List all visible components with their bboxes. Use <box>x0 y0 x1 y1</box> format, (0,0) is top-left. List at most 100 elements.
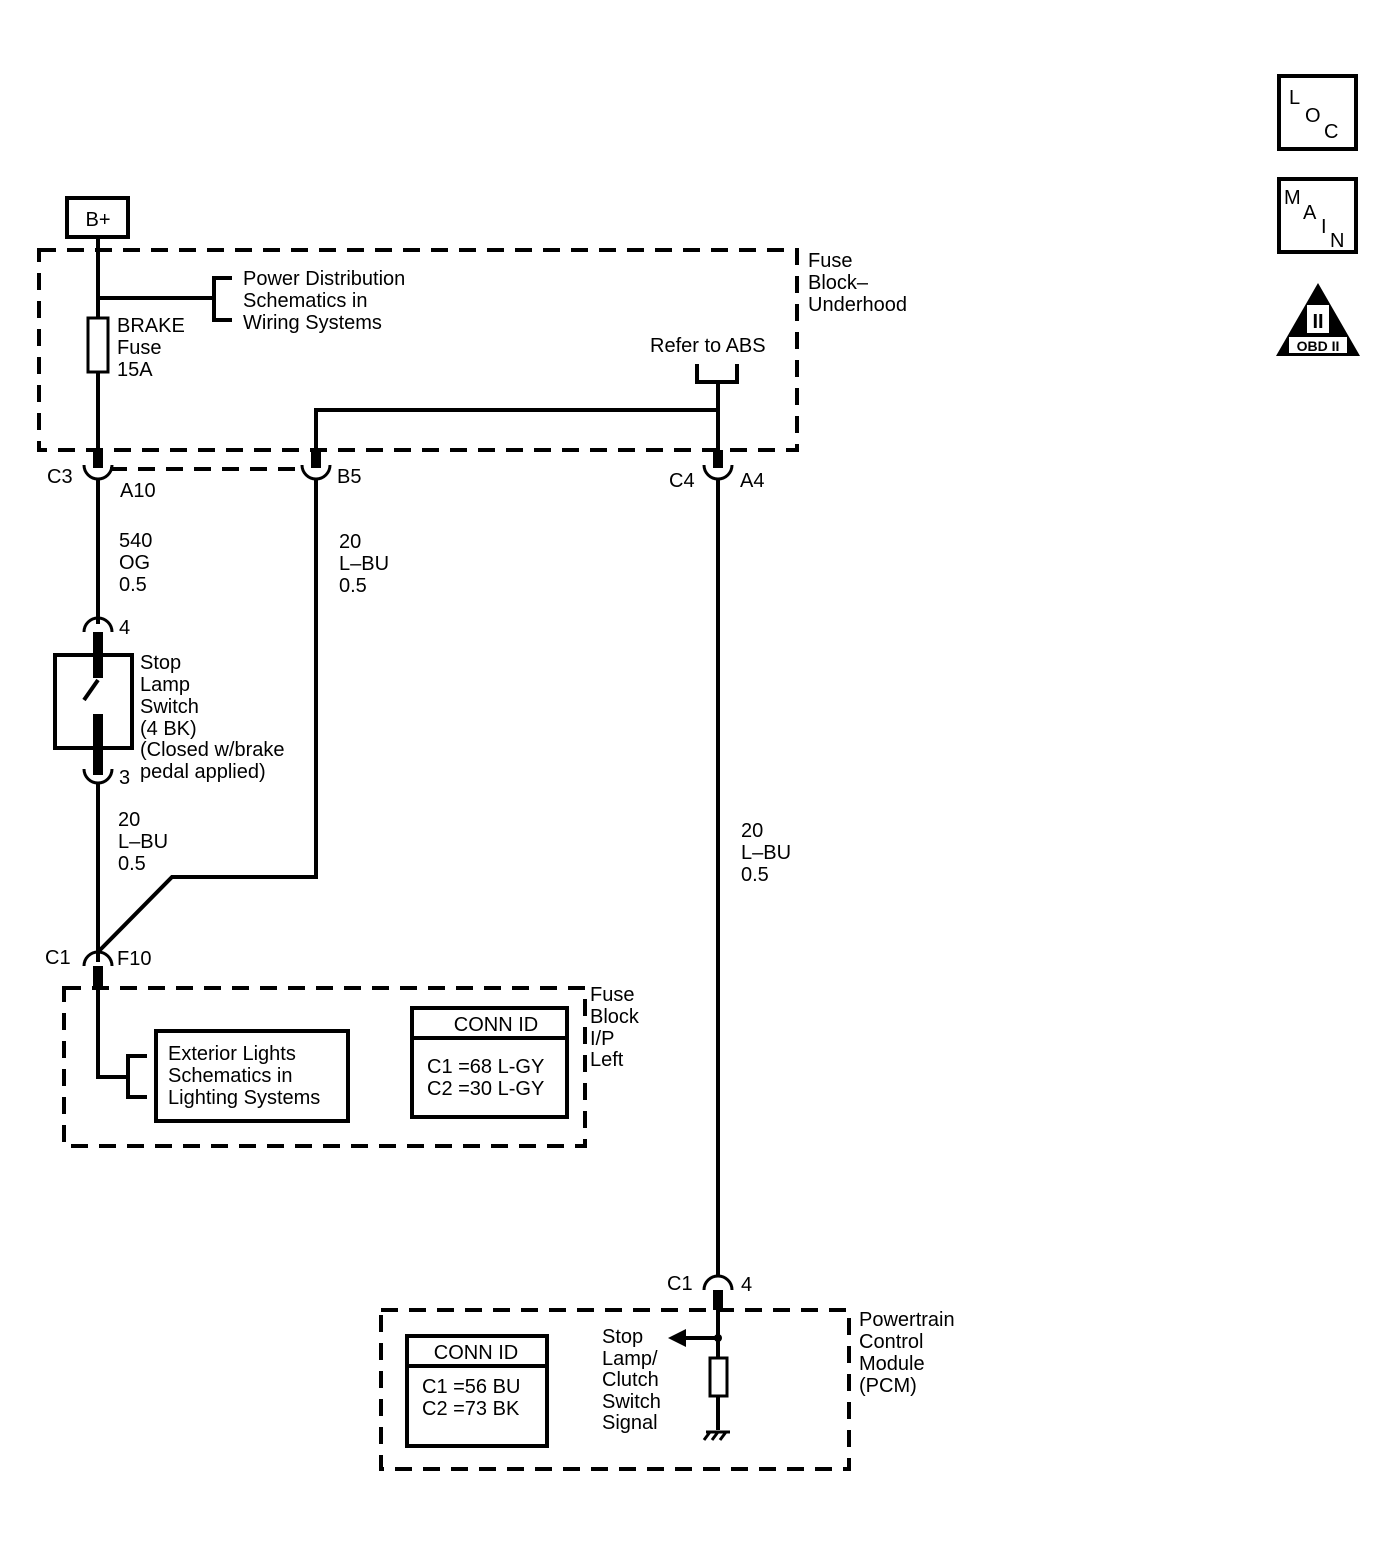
fuse-block-underhood-label-2: Block– <box>808 272 869 294</box>
switch-label-2: Lamp <box>140 674 190 696</box>
loc-letter-o: O <box>1305 105 1321 127</box>
ext-lights-bracket <box>126 1054 147 1099</box>
power-dist-ref-line-2: Schematics in <box>243 290 368 312</box>
ip-conn-id-row-2: C2 =30 L-GY <box>427 1078 544 1100</box>
wire-b5-circuit: 20 <box>339 531 361 553</box>
b5-internal-wire <box>314 408 718 455</box>
wire-20-switch-label: 20 L–BU 0.5 <box>118 809 168 875</box>
connector-c4-a4: C4 A4 <box>669 450 764 492</box>
pcm-signal-label-1: Stop <box>602 1326 643 1348</box>
battery-power-source: B+ <box>65 196 130 239</box>
main-letter-i: I <box>1321 216 1327 238</box>
switch-pin-3-label: 3 <box>119 767 130 789</box>
pcm-conn-id-row-1: C1 =56 BU <box>422 1376 520 1398</box>
abs-ref-label: Refer to ABS <box>650 335 766 357</box>
ground-icon <box>702 1430 730 1441</box>
power-dist-ref-line-3: Wiring Systems <box>243 312 382 334</box>
pcm-signal-label-3: Clutch <box>602 1369 659 1391</box>
pull-down-resistor <box>708 1356 729 1398</box>
signal-arrow-icon <box>668 1329 686 1347</box>
fuse-symbol <box>86 316 110 374</box>
ip-conn-id-row-1: C1 =68 L-GY <box>427 1056 544 1078</box>
wire-b5-gauge: 0.5 <box>339 575 367 597</box>
wire-switch-color: L–BU <box>118 831 168 853</box>
power-distribution-reference: Power Distribution Schematics in Wiring … <box>98 268 405 334</box>
wire-pcm-gauge: 0.5 <box>741 864 769 886</box>
pcm-conn-id-row-2: C2 =73 BK <box>422 1398 520 1420</box>
connector-c3-a10: C3 A10 <box>47 450 156 502</box>
brake-fuse-label-1: BRAKE <box>117 315 185 337</box>
fuse-block-underhood-boundary <box>37 248 799 452</box>
wire-b5-color: L–BU <box>339 553 389 575</box>
wire-switch-gauge: 0.5 <box>118 853 146 875</box>
pcm-signal-label-5: Signal <box>602 1412 658 1434</box>
pcm-conn-id-title: CONN ID <box>434 1342 518 1364</box>
connector-c4-label: C4 <box>669 470 695 492</box>
connector-f10-label: F10 <box>117 948 151 970</box>
ip-conn-id-table: CONN ID C1 =68 L-GY C2 =30 L-GY <box>410 1006 569 1119</box>
main-letter-a: A <box>1303 202 1317 224</box>
powertrain-control-module: Powertrain Control Module (PCM) CONN ID … <box>379 1308 955 1471</box>
wire-540-color: OG <box>119 552 150 574</box>
fuse-block-ip-label-1: Fuse <box>590 984 634 1006</box>
connector-b5: B5 <box>300 450 361 488</box>
main-letter-m: M <box>1284 187 1301 209</box>
ext-lights-ref-box <box>154 1029 350 1123</box>
connector-pcm-4-label: 4 <box>741 1274 752 1296</box>
connector-ip-c1-label: C1 <box>45 947 71 969</box>
brake-fuse-label-2: Fuse <box>117 337 161 359</box>
main-letter-n: N <box>1330 230 1344 252</box>
stop-lamp-switch: 4 3 Stop Lamp Switch (4 BK) (Closed w/br… <box>53 616 285 789</box>
pcm-label-4: (PCM) <box>859 1375 917 1397</box>
switch-label-6: pedal applied) <box>140 761 266 783</box>
ext-lights-ref-line-2: Schematics in <box>168 1065 293 1087</box>
ip-conn-id-title: CONN ID <box>454 1014 538 1036</box>
pcm-label-3: Module <box>859 1353 925 1375</box>
loc-letter-l: L <box>1289 87 1300 109</box>
wire-540-label: 540 OG 0.5 <box>119 530 152 596</box>
brake-fuse-label-3: 15A <box>117 359 153 381</box>
pcm-signal-label-4: Switch <box>602 1391 661 1413</box>
fuse-block-ip-left: Fuse Block I/P Left Exterior Lights Sche… <box>62 984 640 1148</box>
fuse-block-ip-label-2: Block <box>590 1006 640 1028</box>
connector-b5-label: B5 <box>337 466 361 488</box>
wire-20-lbu-b5 <box>96 478 318 954</box>
fuse-block-underhood-label-1: Fuse <box>808 250 852 272</box>
pcm-label-1: Powertrain <box>859 1309 955 1331</box>
switch-pin-4-label: 4 <box>119 617 130 639</box>
fuse-block-ip-label-4: Left <box>590 1049 624 1071</box>
pcm-conn-id-table: CONN ID C1 =56 BU C2 =73 BK <box>405 1334 549 1448</box>
wire-switch-circuit: 20 <box>118 809 140 831</box>
switch-label-3: Switch <box>140 696 199 718</box>
fuse-block-underhood-label-3: Underhood <box>808 294 907 316</box>
switch-label-4: (4 BK) <box>140 718 197 740</box>
fuse-block-ip-label-3: I/P <box>590 1028 614 1050</box>
ext-lights-ref-line-3: Lighting Systems <box>168 1087 320 1109</box>
connector-c1-f10: C1 F10 <box>45 947 151 988</box>
obd-caption-box <box>1289 337 1347 353</box>
switch-label-1: Stop <box>140 652 181 674</box>
loc-badge[interactable]: L O C <box>1277 74 1358 151</box>
switch-contact <box>82 678 100 702</box>
power-source-label: B+ <box>85 209 110 231</box>
wire-pcm-circuit: 20 <box>741 820 763 842</box>
pcm-boundary <box>379 1308 851 1471</box>
obd-ii-badge[interactable]: II OBD II <box>1276 283 1360 356</box>
connector-a10-label: A10 <box>120 480 156 502</box>
wire-20-b5-label: 20 L–BU 0.5 <box>339 531 389 597</box>
switch-label-5: (Closed w/brake <box>140 739 285 761</box>
wire-540-gauge: 0.5 <box>119 574 147 596</box>
main-badge[interactable]: M A I N <box>1277 177 1358 254</box>
wire-pcm-color: L–BU <box>741 842 791 864</box>
obd-numeral: II <box>1312 311 1323 333</box>
pcm-signal-label-2: Lamp/ <box>602 1348 658 1370</box>
loc-letter-c: C <box>1324 121 1338 143</box>
obd-numeral-box <box>1307 305 1329 333</box>
power-dist-ref-line-1: Power Distribution <box>243 268 405 290</box>
connector-pcm-c1-label: C1 <box>667 1273 693 1295</box>
abs-reference: Refer to ABS <box>650 335 766 384</box>
connector-pcm-c1-4: C1 4 <box>667 1273 752 1310</box>
connector-a4-label: A4 <box>740 470 764 492</box>
wire-20-pcm-label: 20 L–BU 0.5 <box>741 820 791 886</box>
